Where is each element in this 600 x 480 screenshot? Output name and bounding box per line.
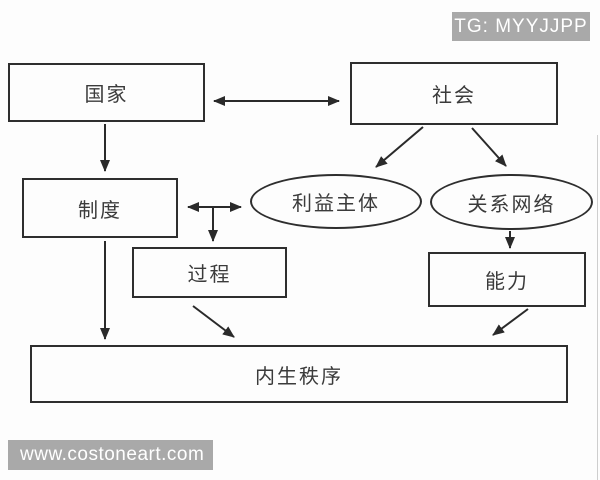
node-interest-subjects: 利益主体 — [250, 174, 422, 229]
node-institution: 制度 — [22, 178, 178, 238]
tg-badge-text: TG: MYYJJPP — [454, 15, 588, 37]
tg-badge: TG: MYYJJPP — [452, 12, 590, 41]
node-relationship-network-label: 关系网络 — [467, 193, 556, 216]
watermark-text: www.costoneart.com — [20, 444, 205, 465]
node-relationship-network: 关系网络 — [430, 174, 593, 230]
node-capability-label: 能力 — [485, 271, 529, 293]
node-endogenous-order: 内生秩序 — [30, 345, 568, 403]
node-state: 国家 — [8, 63, 205, 122]
watermark-badge: www.costoneart.com — [8, 440, 213, 470]
node-society: 社会 — [350, 62, 558, 125]
arrow-society-relationship-network — [471, 127, 507, 167]
node-institution-label: 制度 — [78, 199, 122, 222]
node-endogenous-order-label: 内生秩序 — [255, 365, 343, 388]
node-society-label: 社会 — [432, 85, 476, 107]
arrow-capability-order — [492, 308, 529, 336]
node-process-label: 过程 — [187, 264, 232, 286]
node-capability: 能力 — [428, 252, 586, 307]
node-state-label: 国家 — [84, 84, 129, 106]
arrow-society-interest-subjects — [375, 126, 424, 168]
scan-artifact-line — [597, 135, 598, 480]
node-process: 过程 — [132, 247, 287, 298]
node-interest-subjects-label: 利益主体 — [292, 193, 380, 215]
arrow-process-order — [192, 305, 235, 338]
